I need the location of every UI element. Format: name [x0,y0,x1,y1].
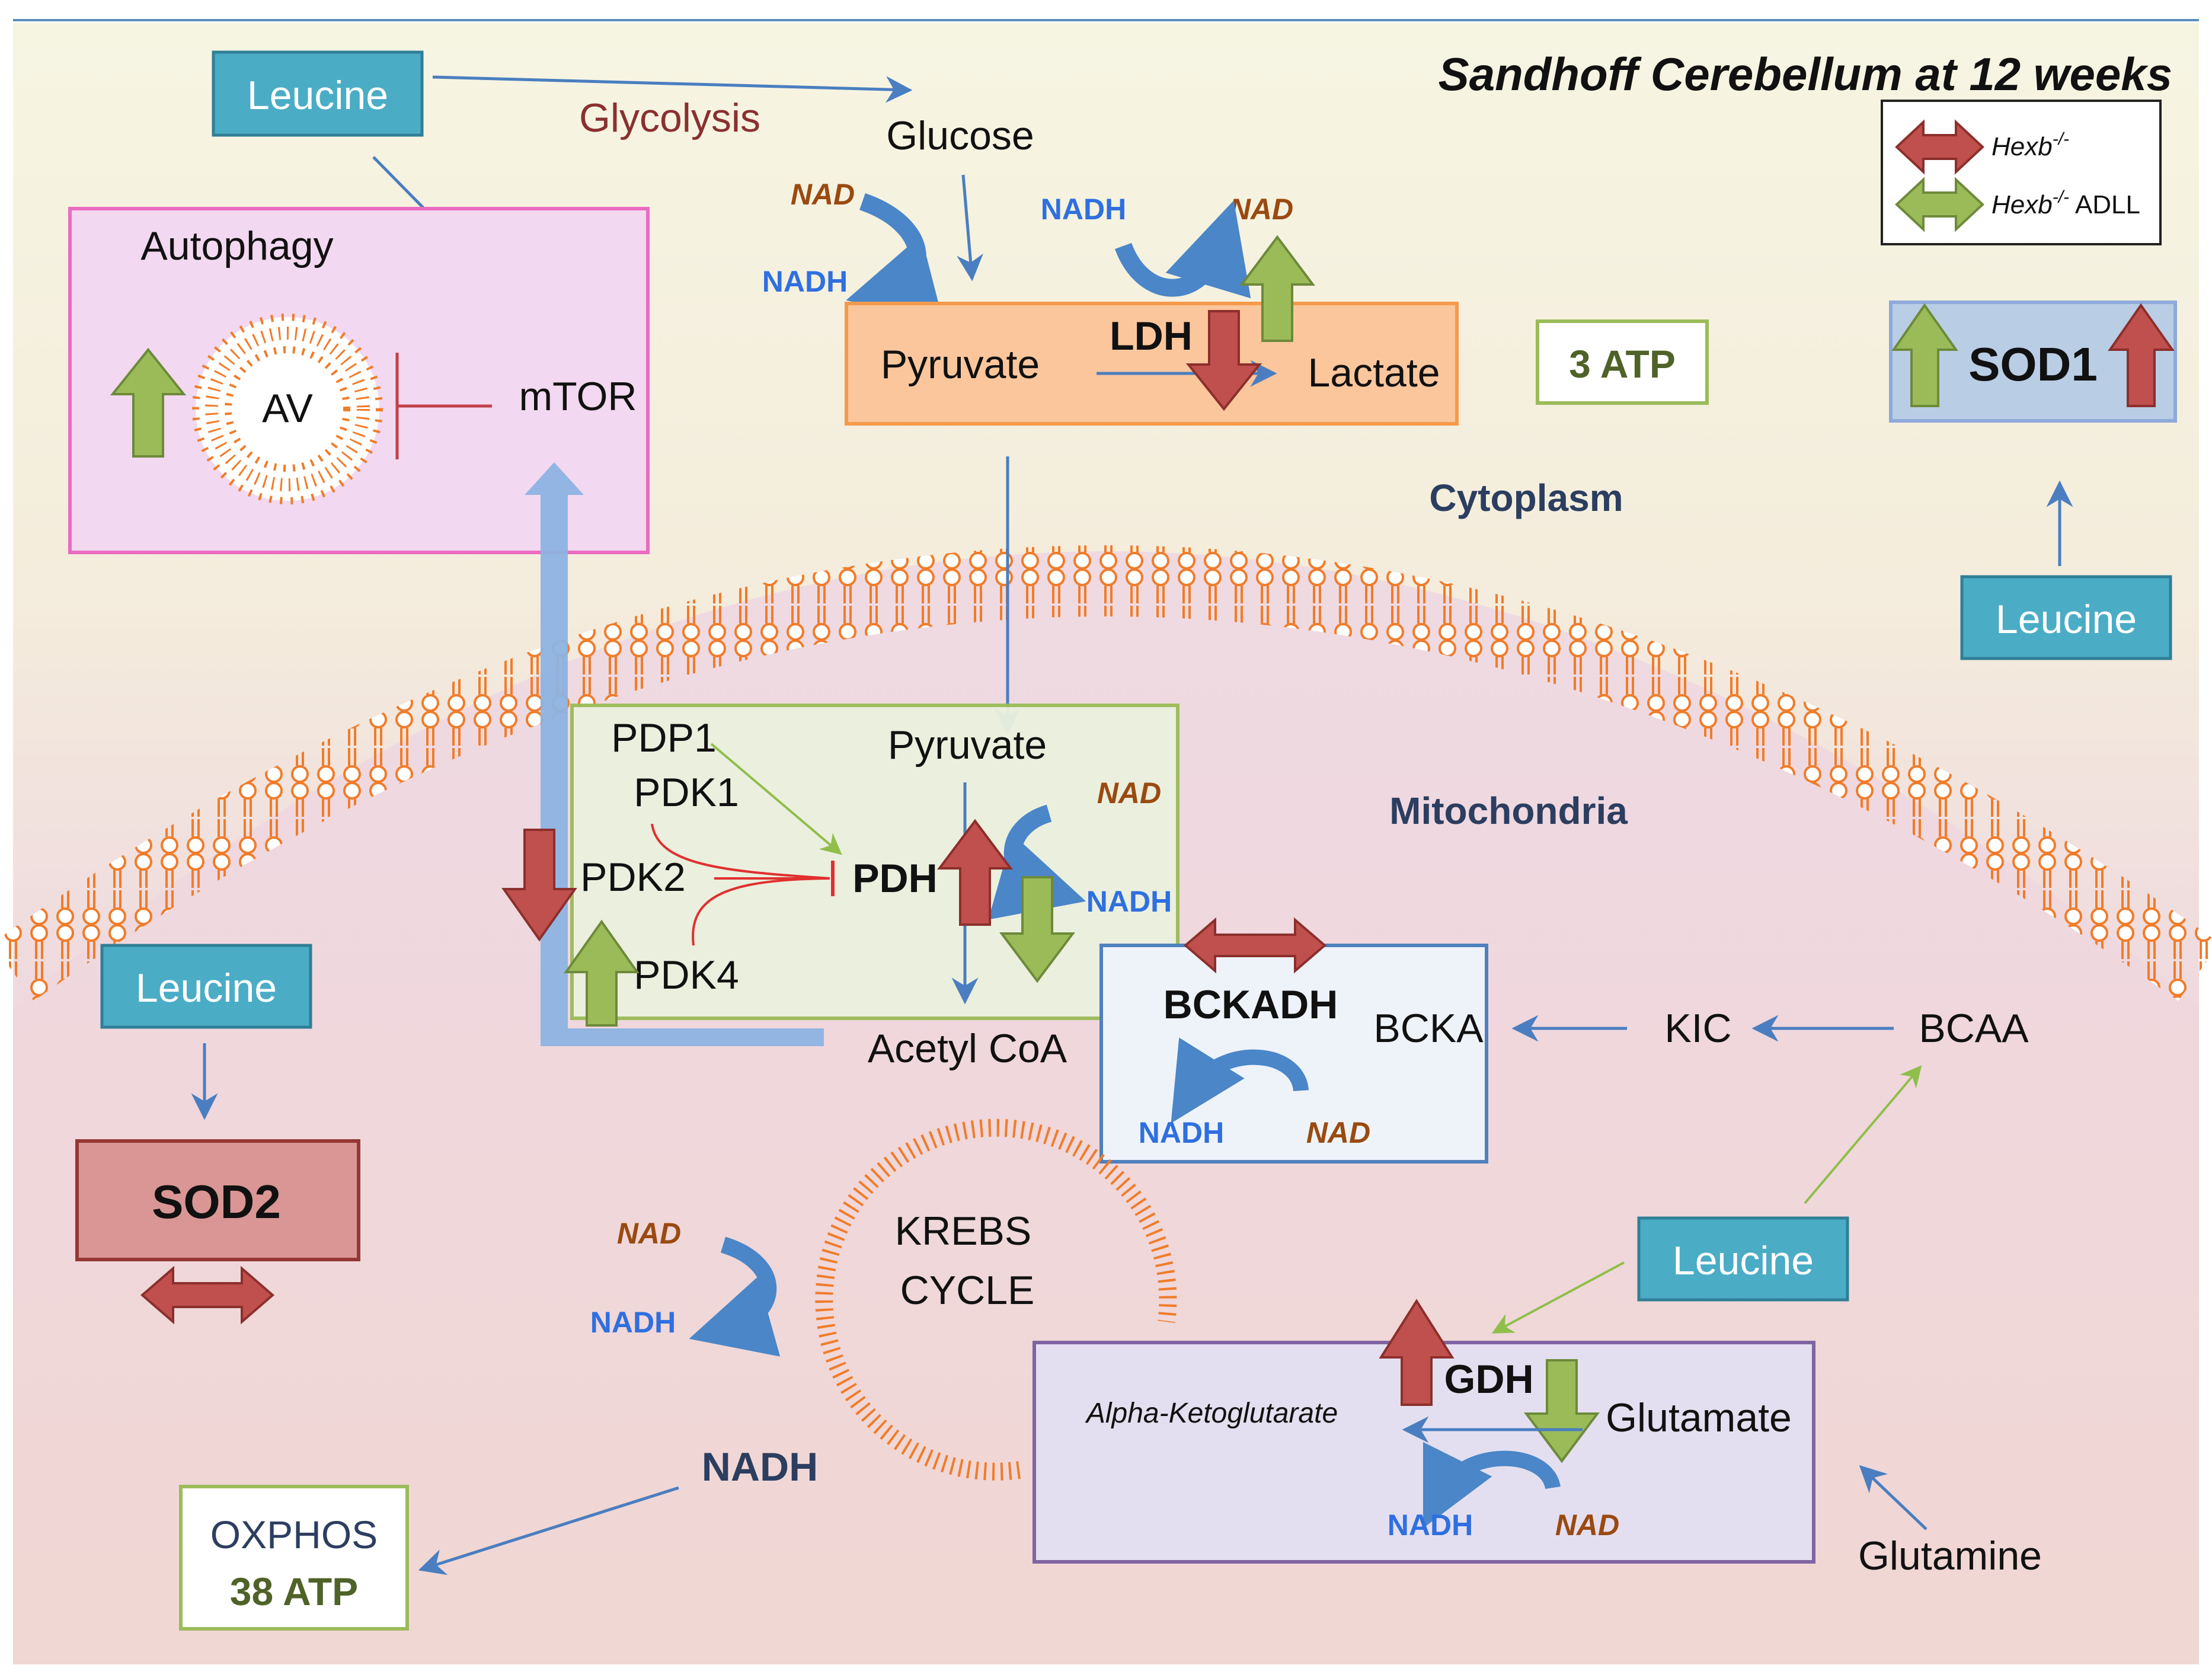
nad-nadh-curve-bckadh-icon [1171,1037,1309,1124]
glutamine-to-glutamate-arrow [1859,1465,1927,1530]
leucine-top-label: Leucine [247,73,388,118]
cytoplasm-label: Cytoplasm [1429,477,1623,519]
bcka-label: BCKA [1373,1006,1484,1051]
legend-red-double-arrow-icon [1895,119,1984,175]
sod1-label: SOD1 [1968,338,2098,391]
ldh-up-green-arrow-icon [1239,235,1315,342]
nad-nadh-curve-glucose-icon [846,193,944,321]
leucine-to-gdh-arrow [1491,1261,1625,1334]
legend-item-2: Hexb-/- ADLL [1992,187,2140,219]
pyruvate-cyto-label: Pyruvate [881,342,1040,387]
pdk2-label: PDK2 [580,855,686,900]
nadh-nad-curve-ldh-icon [1114,200,1251,299]
nadh-ldh: NADH [1041,193,1126,226]
autophagy-up-green-arrow-icon [110,347,187,458]
legend: Hexb-/- Hexb-/- ADLL [1881,100,2162,245]
av-inner-ring [225,346,350,472]
glucose-to-pyruvate-arrow [957,174,983,282]
oxphos-label: OXPHOS [210,1513,378,1556]
leucine-right-label: Leucine [1996,597,2137,642]
pyruvate-mito-label: Pyruvate [888,723,1047,768]
nadh-pdh: NADH [1086,885,1172,918]
nadh-gdh: NADH [1388,1508,1473,1542]
leucine-left-label: Leucine [136,966,277,1011]
krebs-line2: CYCLE [900,1268,1035,1313]
acetylcoa-to-mtor-arrow [525,462,824,1046]
bckadh-box [1099,944,1488,1164]
ldh-down-red-arrow-icon [1185,310,1262,411]
nad-nadh-curve-gdh-icon [1423,1442,1561,1529]
pdh-label: PDH [852,856,938,901]
pdp1-activation-arrow [710,743,842,855]
akg-label: Alpha-Ketoglutarate [1085,1398,1338,1429]
glycolysis-label: Glycolysis [579,95,760,140]
legend-green-double-arrow-icon [1895,177,1984,232]
sod2-double-red-arrow-icon [140,1265,275,1325]
glutamine-label: Glutamine [1858,1533,2042,1578]
pdh-up-red-arrow-icon [937,819,1013,926]
gdh-label: GDH [1444,1357,1533,1402]
leucine-bottom-label: Leucine [1673,1238,1814,1283]
glucose-label: Glucose [886,113,1034,158]
bckadh-double-red-arrow-icon [1183,917,1327,974]
leucine-box-bottom [1637,1216,1849,1302]
sod1-up-green-arrow-icon [1891,303,1958,407]
leucine-box-right [1960,575,2172,660]
nadh-glucose: NADH [762,265,848,298]
atp3-box [1536,319,1709,405]
gdh-up-red-arrow-icon [1379,1299,1455,1406]
pdp1-label: PDP1 [611,715,717,760]
nadh-out-label: NADH [702,1444,818,1490]
atp38-label: 38 ATP [230,1570,358,1613]
page-title: Sandhoff Cerebellum at 12 weeks [1439,48,2172,100]
pdk2-down-red-arrow-icon [501,829,577,942]
gdh-down-green-arrow-icon [1524,1359,1600,1463]
glutamate-label: Glutamate [1606,1395,1792,1440]
sod2-box [75,1139,360,1261]
krebs-line1: KREBS [895,1209,1032,1254]
legend-box [1881,100,2162,245]
acetylcoa-label: Acetyl CoA [868,1026,1067,1071]
leucine-to-bcaa-arrow [1804,1065,1922,1204]
mtor-label: mTOR [519,374,637,419]
leucine-to-glucose-arrow [432,75,913,103]
kic-label: KIC [1664,1006,1731,1051]
bckadh-label: BCKADH [1163,982,1338,1027]
oxphos-box [179,1485,409,1631]
mitochondria-label: Mitochondria [1389,790,1628,832]
nad-ldh: NAD [1229,193,1293,226]
atp3-label: 3 ATP [1569,342,1676,386]
pdh-down-green-arrow-icon [999,876,1075,983]
nadh-bckadh: NADH [1139,1116,1224,1149]
pdk4-inhibition-line [692,877,830,946]
legend-item-1: Hexb-/- [1992,129,2069,161]
lactate-label: Lactate [1308,350,1440,395]
ldh-box [845,302,1459,426]
autophagic-vacuole: AV [192,314,383,504]
nad-gdh: NAD [1555,1508,1619,1542]
nadh-to-oxphos-arrow [418,1486,679,1575]
nadh-krebs: NADH [590,1306,676,1339]
av-label: AV [262,386,313,431]
pdk4-up-green-arrow-icon [564,919,640,1027]
pdk1-inhibition-line [651,823,830,880]
nad-nadh-curve-krebs-icon [689,1236,781,1357]
nad-pdh: NAD [1097,776,1161,810]
autophagy-title: Autophagy [140,223,333,269]
sod1-up-red-arrow-icon [2108,303,2175,407]
nad-krebs: NAD [617,1217,681,1250]
av-tails [205,327,370,491]
sod2-label: SOD2 [152,1175,281,1228]
leucine-box-top [212,50,424,137]
ldh-label: LDH [1110,314,1193,359]
pdk4-label: PDK4 [634,953,739,998]
leucine-box-left [100,944,312,1029]
nad-bckadh: NAD [1306,1116,1370,1149]
pdk1-label: PDK1 [634,770,739,815]
nad-glucose: NAD [791,178,855,211]
bcaa-label: BCAA [1919,1006,2029,1051]
mitochondrial-membrane [0,545,2212,1001]
